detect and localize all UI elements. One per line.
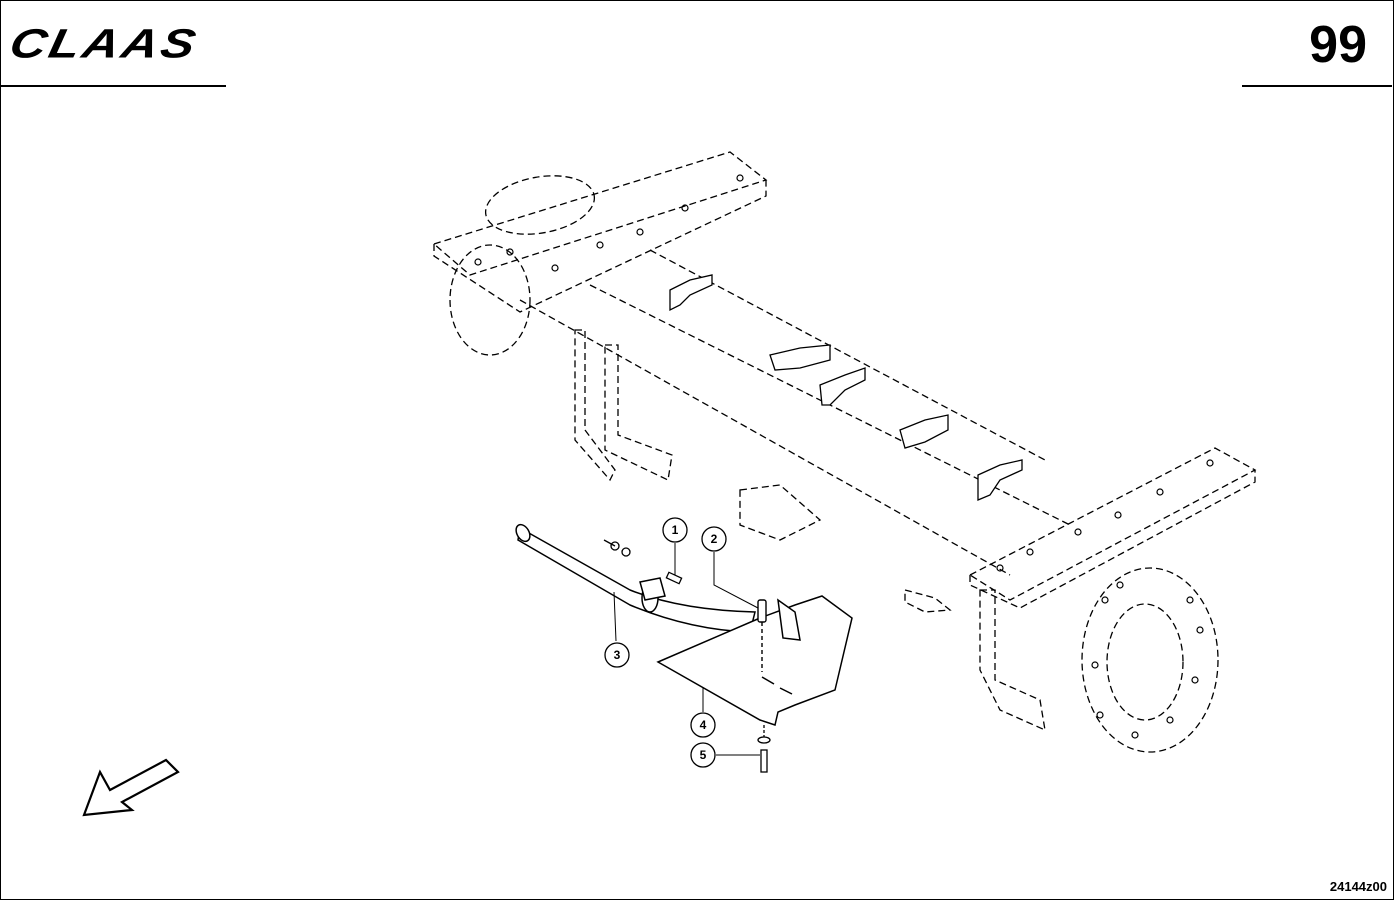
callout-1: 1 xyxy=(662,517,688,543)
frame-brackets xyxy=(669,274,1023,501)
callout-label: 2 xyxy=(711,532,718,546)
callout-label: 3 xyxy=(614,648,621,662)
page-number: 99 xyxy=(1309,16,1367,74)
callout-label: 5 xyxy=(700,748,707,762)
callout-4: 4 xyxy=(690,712,716,738)
callout-leaders xyxy=(613,543,760,756)
arrow-down-left-icon xyxy=(82,758,180,817)
part-1-bolt xyxy=(603,539,683,585)
callout-label: 1 xyxy=(672,523,679,537)
callout-label: 4 xyxy=(700,718,707,732)
part-2-pin xyxy=(757,599,767,672)
frame-holes xyxy=(474,174,1214,739)
callout-3: 3 xyxy=(604,642,630,668)
frame-phantom xyxy=(432,151,1257,753)
callout-5: 5 xyxy=(690,742,716,768)
part-5-bolt xyxy=(757,725,771,773)
drawing-id: 24144z00 xyxy=(1329,879,1387,894)
part-4-shield-plate xyxy=(656,595,853,726)
callout-2: 2 xyxy=(701,526,727,552)
